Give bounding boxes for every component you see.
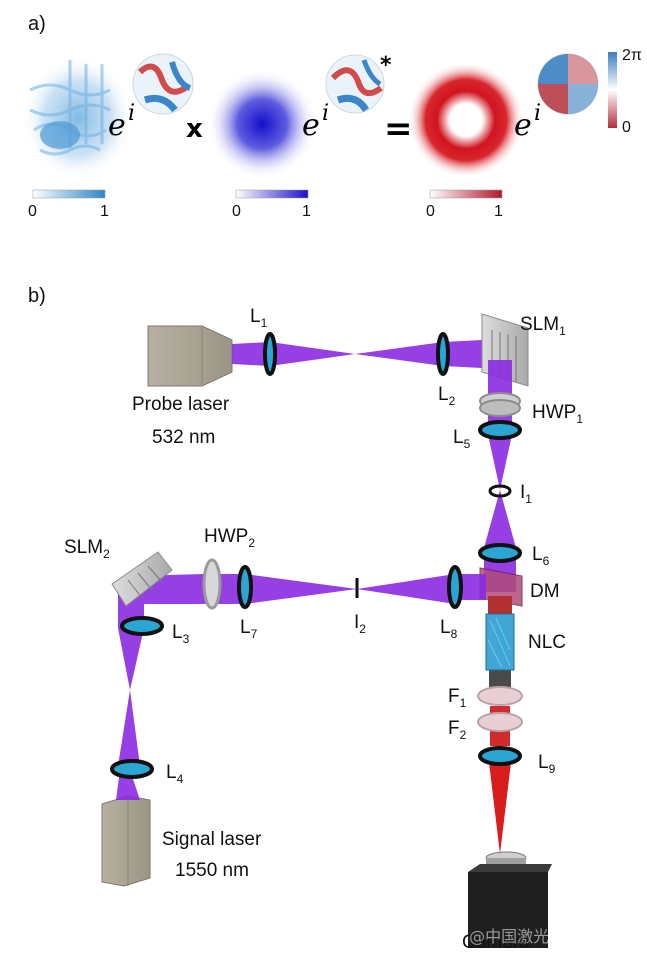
phase-colorbar — [608, 52, 617, 128]
label-i2: I2 — [354, 612, 366, 636]
colorbar-gaussian — [235, 189, 309, 199]
colorbar-speckle-min: 0 — [28, 203, 37, 220]
filter-f1 — [477, 686, 523, 706]
colorbar-vortex-max: 1 — [494, 203, 503, 220]
exp-power-1: i — [128, 101, 135, 126]
probe-beam — [232, 340, 482, 368]
lens-l1 — [263, 332, 277, 376]
lens-l3 — [120, 616, 164, 636]
label-f1: F1 — [448, 686, 467, 710]
label-l7: L7 — [240, 617, 258, 641]
lens-l9 — [478, 746, 522, 766]
phase-colorbar-max: 2π — [622, 47, 642, 64]
speckle-intensity-image — [22, 56, 134, 180]
colorbar-gaussian-max: 1 — [302, 203, 311, 220]
gaussian-beam-image — [207, 69, 317, 179]
label-l4: L4 — [166, 762, 184, 786]
label-slm2: SLM2 — [64, 537, 110, 561]
times-symbol: x — [186, 114, 203, 144]
panel-b-label: b) — [28, 285, 46, 307]
exp-power-3: i — [534, 101, 541, 126]
watermark: 知乎 @中国激光杂志社 — [432, 927, 597, 946]
label-hwp2: HWP2 — [204, 526, 255, 550]
label-dm: DM — [530, 581, 560, 602]
label-i1: I1 — [520, 482, 532, 506]
exp-power-2: i — [322, 101, 329, 126]
label-slm1: SLM1 — [520, 314, 566, 338]
probe-laser-label-1: Probe laser — [132, 394, 230, 415]
label-nlc: NLC — [528, 632, 566, 653]
probe-laser-box — [147, 325, 233, 387]
signal-laser-label-1: Signal laser — [162, 829, 262, 850]
label-l9: L9 — [538, 752, 556, 776]
lens-l6 — [478, 543, 522, 563]
label-l3: L3 — [172, 622, 190, 646]
lens-l8 — [447, 565, 463, 609]
nlc-crystal — [485, 613, 515, 671]
label-hwp1: HWP1 — [532, 402, 583, 426]
lens-l2 — [436, 332, 450, 376]
iris-i1 — [488, 484, 512, 498]
phase-disk-speckle — [132, 53, 194, 115]
hwp1-optic — [479, 392, 521, 417]
phase-colorbar-min: 0 — [622, 119, 631, 136]
exp-base-3: e — [514, 108, 532, 143]
colorbar-speckle-max: 1 — [100, 203, 109, 220]
label-f2: F2 — [448, 718, 467, 742]
label-l5: L5 — [453, 427, 471, 451]
camera-device — [468, 851, 552, 948]
equals-symbol: = — [384, 109, 413, 149]
panel-a-label: a) — [28, 13, 46, 35]
probe-laser-label-2: 532 nm — [152, 427, 215, 448]
conjugate-symbol: * — [380, 53, 392, 78]
signal-laser-label-2: 1550 nm — [175, 860, 249, 881]
signal-beam — [116, 574, 486, 800]
exp-base-1: e — [108, 108, 126, 143]
colorbar-vortex — [429, 189, 503, 199]
colorbar-speckle — [32, 189, 106, 199]
phase-disk-vortex — [537, 53, 599, 115]
lens-l5 — [478, 420, 522, 440]
vortex-beam-image — [408, 62, 524, 178]
lens-l7 — [237, 565, 253, 609]
label-l1: L1 — [250, 306, 268, 330]
hwp2-optic — [202, 558, 222, 610]
label-l2: L2 — [438, 384, 456, 408]
colorbar-gaussian-min: 0 — [232, 203, 241, 220]
exp-base-2: e — [302, 108, 320, 143]
filter-f2 — [477, 712, 523, 732]
signal-laser-box — [101, 795, 151, 887]
colorbar-vortex-min: 0 — [426, 203, 435, 220]
lens-l4 — [110, 759, 154, 779]
camera-label: Camera — [462, 932, 530, 953]
label-l6: L6 — [532, 544, 550, 568]
phase-disk-conjugate — [325, 54, 385, 114]
slm2-device — [111, 551, 173, 607]
label-l8: L8 — [440, 617, 458, 641]
